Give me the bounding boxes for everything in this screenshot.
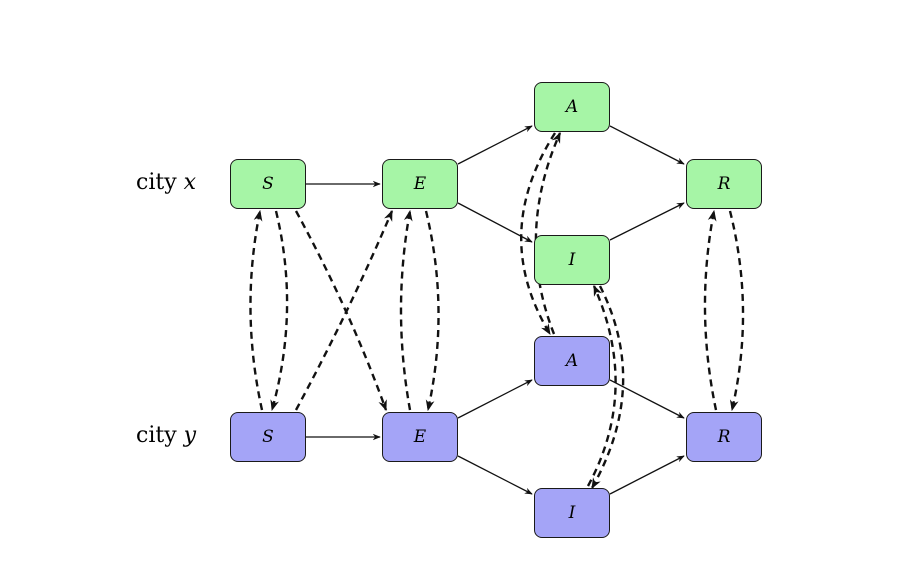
coupling-A-left bbox=[520, 132, 557, 335]
coupling-S-right bbox=[270, 210, 289, 412]
node-city-x-recovered: R bbox=[686, 159, 762, 209]
node-city-x-exposed: E bbox=[382, 159, 458, 209]
row-label-variable: y bbox=[183, 423, 197, 448]
coupling-A-right bbox=[534, 131, 562, 335]
edge-y-A-R bbox=[609, 379, 685, 419]
edge-y-E-I bbox=[457, 455, 533, 495]
node-city-x-infected: I bbox=[534, 235, 610, 285]
edge-y-I-R bbox=[609, 455, 685, 495]
row-label-word: city bbox=[136, 423, 177, 448]
node-city-y-asymptomatic: A bbox=[534, 336, 610, 386]
coupling-E-left bbox=[399, 209, 413, 411]
coupling-Sx-Ey bbox=[294, 210, 388, 412]
node-city-x-asymptomatic: A bbox=[534, 82, 610, 132]
coupling-R-left bbox=[703, 209, 718, 411]
edge-x-A-R bbox=[609, 125, 685, 165]
node-city-y-susceptible: S bbox=[230, 412, 306, 462]
node-city-y-recovered: R bbox=[686, 412, 762, 462]
edge-x-E-I bbox=[457, 202, 533, 243]
row-label-city-x: city x bbox=[136, 170, 196, 195]
row-label-city-y: city y bbox=[136, 423, 196, 448]
edge-x-E-A bbox=[457, 125, 533, 165]
coupling-S-left bbox=[249, 209, 264, 411]
node-city-x-susceptible: S bbox=[230, 159, 306, 209]
edge-y-E-A bbox=[457, 379, 533, 419]
coupling-E-right bbox=[424, 210, 440, 412]
coupling-Sy-Ex bbox=[294, 209, 394, 411]
node-city-y-exposed: E bbox=[382, 412, 458, 462]
edge-x-I-R bbox=[609, 202, 685, 241]
coupling-R-right bbox=[728, 210, 745, 412]
coupling-I-right bbox=[586, 284, 617, 487]
node-city-y-infected: I bbox=[534, 488, 610, 538]
row-label-variable: x bbox=[183, 170, 197, 195]
coupling-I-left bbox=[590, 285, 625, 489]
row-label-word: city bbox=[136, 170, 177, 195]
